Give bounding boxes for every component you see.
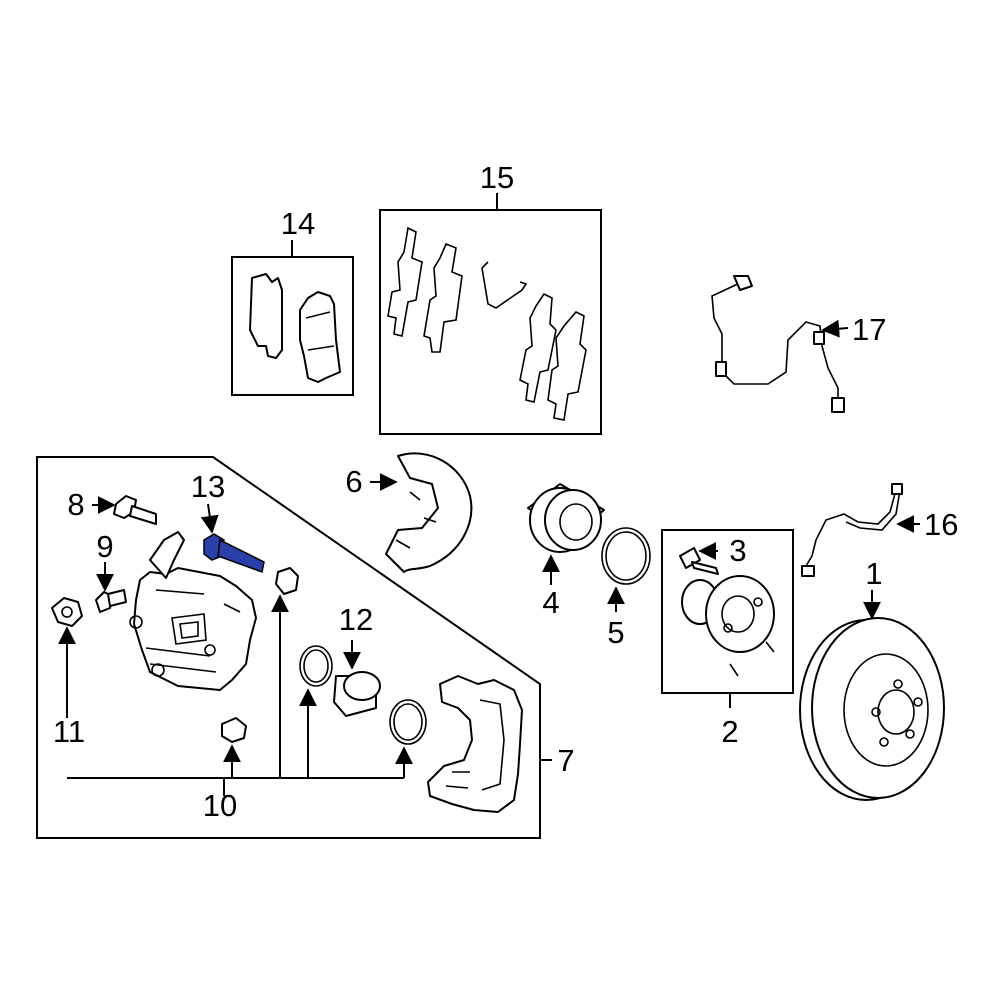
callout-1[interactable]: 1 [865, 556, 882, 591]
hub-flange [705, 575, 775, 653]
caliper-housing [133, 567, 257, 691]
callout-16[interactable]: 16 [924, 507, 958, 542]
caliper-boss-1 [129, 615, 143, 629]
dust-shield [385, 452, 473, 573]
group-5-snap-ring[interactable]: 5 [601, 527, 651, 650]
caliper-bracket [427, 675, 523, 813]
caliper-ribs [145, 589, 241, 673]
guide-pin-9-body [107, 589, 127, 607]
wheel-stud-head [679, 547, 701, 569]
shim-4 [547, 311, 587, 421]
abs-sensor-clip-2 [813, 331, 825, 345]
bracket-details [445, 699, 505, 791]
wheel-stud-shank [691, 561, 719, 575]
group-3-wheel-stud[interactable]: 3 [679, 533, 747, 575]
group-6-dust-shield[interactable]: 6 [345, 452, 473, 573]
shim-1 [387, 226, 423, 337]
abs-sensor-wire [711, 281, 839, 404]
brake-pad-inner [249, 273, 283, 359]
group-13-guide-pin-highlighted[interactable]: 13 [191, 469, 265, 574]
callout-10[interactable]: 10 [203, 788, 237, 823]
rotor-lug-hole-4 [879, 737, 889, 747]
shim-3 [519, 292, 557, 403]
box-2-frame [661, 529, 794, 694]
brake-hose-line [805, 489, 897, 567]
hub-stud-hole-2 [753, 597, 763, 607]
callout-7[interactable]: 7 [557, 743, 574, 778]
rotor-lug-hole-3 [905, 729, 915, 739]
caliper-boss-3 [204, 644, 216, 656]
snap-ring-outer [601, 527, 651, 585]
box-15-frame [379, 209, 602, 435]
brake-hose-line-2 [845, 489, 901, 531]
group-8-bolt[interactable]: 8 [67, 487, 157, 525]
caliper-bleeder-arm [149, 531, 185, 579]
brake-hose-fitting [891, 483, 903, 495]
group-11-nut[interactable]: 11 [51, 597, 85, 749]
leader-17 [821, 319, 849, 338]
pad-shim-lines [305, 311, 335, 351]
seal-kit-boot-upper [275, 567, 299, 595]
callout-9[interactable]: 9 [96, 529, 113, 564]
callout-8[interactable]: 8 [67, 487, 84, 522]
rotor-hat [843, 653, 929, 767]
brake-pad-outer [299, 291, 341, 383]
nut-11 [51, 597, 83, 627]
piston-face [343, 671, 381, 701]
abs-sensor-head [831, 397, 845, 413]
dust-boot-ring-inner [393, 703, 423, 741]
dust-shield-ribs [395, 491, 437, 549]
shim-2 [423, 242, 463, 353]
rotor-lug-hole-1 [893, 679, 903, 689]
callout-11[interactable]: 11 [53, 714, 85, 749]
group-15-hardware-kit[interactable]: 15 [379, 160, 602, 435]
caliper-window-inner [179, 621, 199, 639]
dust-boot-ring [389, 699, 427, 745]
guide-pin-13-shaft [217, 538, 265, 574]
hub-studs [729, 641, 775, 677]
callout-2[interactable]: 2 [721, 714, 738, 749]
brake-hose-end [801, 565, 815, 577]
rotor-lug-hole-5 [871, 707, 881, 717]
group-10-seal-kit[interactable]: 10 [67, 567, 427, 823]
group-7-caliper-assembly[interactable]: 7 [36, 456, 575, 839]
group-14-brake-pads[interactable]: 14 [231, 206, 354, 396]
hub-center [721, 595, 755, 633]
rotor-center-bore [877, 689, 915, 735]
callout-15[interactable]: 15 [480, 160, 514, 195]
callout-5[interactable]: 5 [607, 615, 624, 650]
callout-12[interactable]: 12 [339, 602, 373, 637]
group-12-piston[interactable]: 12 [333, 602, 381, 717]
callout-4[interactable]: 4 [542, 585, 559, 620]
snap-ring-inner [605, 531, 647, 581]
group-1-brake-rotor[interactable]: 1 [799, 556, 945, 801]
bolt-8-shank [129, 505, 157, 525]
callout-3[interactable]: 3 [729, 533, 746, 568]
abs-sensor-clip-1 [715, 361, 727, 377]
piston-seal-ring [299, 645, 333, 687]
nut-11-hole [61, 606, 73, 618]
group-4-wheel-bearing[interactable]: 4 [527, 483, 605, 620]
piston-seal-ring-inner [303, 649, 329, 683]
leader-13 [200, 503, 219, 534]
caliper-boss-2 [151, 663, 165, 677]
bearing-bore [559, 503, 593, 541]
callout-17[interactable]: 17 [852, 312, 886, 347]
callout-14[interactable]: 14 [281, 206, 315, 241]
group-9-guide-pin[interactable]: 9 [95, 529, 127, 613]
group-17-abs-sensor[interactable]: 17 [711, 275, 886, 413]
group-2-hub[interactable]: 2 [661, 529, 794, 749]
retaining-spring [481, 261, 528, 309]
seal-kit-boot-lower [221, 717, 247, 743]
caliper-window [171, 613, 207, 645]
abs-sensor-connector [733, 275, 753, 291]
group-16-brake-hose[interactable]: 16 [801, 483, 958, 577]
callout-13[interactable]: 13 [191, 469, 225, 504]
callout-6[interactable]: 6 [345, 464, 362, 499]
hub-stud-hole-1 [723, 623, 733, 633]
rotor-lug-hole-2 [913, 697, 923, 707]
